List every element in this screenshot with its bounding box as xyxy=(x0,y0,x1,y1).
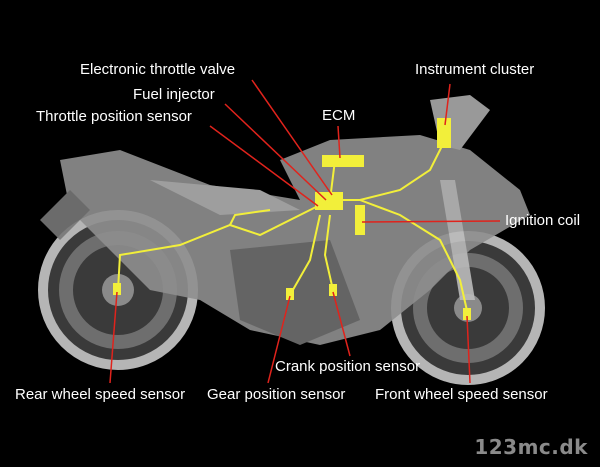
motorcycle-body xyxy=(40,95,530,345)
label-fuel-injector: Fuel injector xyxy=(133,86,215,103)
label-ecm: ECM xyxy=(322,107,356,124)
components xyxy=(113,118,471,320)
ecm-unit xyxy=(322,155,364,167)
label-throttle-position-sensor: Throttle position sensor xyxy=(36,108,192,125)
label-electronic-throttle-valve: Electronic throttle valve xyxy=(80,61,236,78)
watermark: 123mc.dk xyxy=(474,435,588,459)
label-gear-position-sensor: Gear position sensor xyxy=(207,386,346,403)
label-instrument-cluster: Instrument cluster xyxy=(415,61,535,78)
ignition-coil-part xyxy=(355,205,365,235)
instrument-cluster-part xyxy=(437,118,451,148)
leader-lines xyxy=(109,79,501,384)
label-ignition-coil: Ignition coil xyxy=(505,212,581,229)
label-front-wheel-speed-sensor: Front wheel speed sensor xyxy=(375,386,548,403)
throttle-body xyxy=(315,192,343,210)
label-rear-wheel-speed-sensor: Rear wheel speed sensor xyxy=(15,386,186,403)
label-crank-position-sensor: Crank position sensor xyxy=(275,358,421,375)
